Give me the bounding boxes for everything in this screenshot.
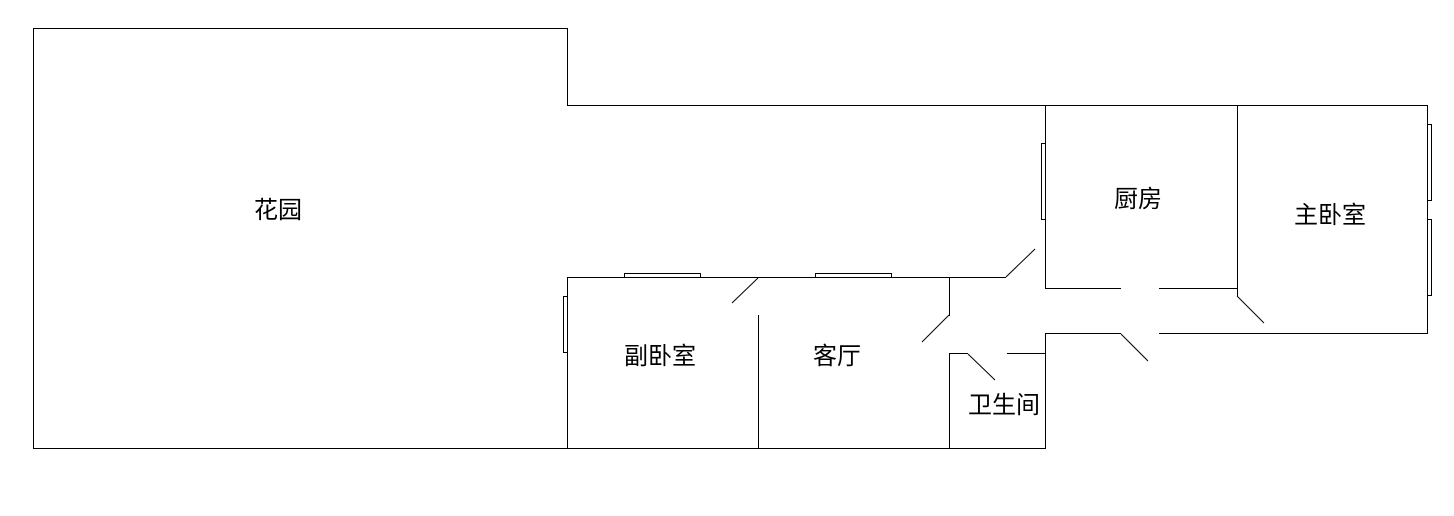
master-bedroom-door [1236, 295, 1265, 324]
label-garden: 花园 [254, 196, 302, 224]
window-master-bedroom-right-top [1427, 124, 1432, 201]
label-living-room: 客厅 [813, 342, 861, 370]
label-kitchen: 厨房 [1114, 185, 1162, 213]
label-master-bedroom: 主卧室 [1294, 201, 1366, 229]
label-second-bedroom: 副卧室 [624, 342, 696, 370]
entrance-door [1120, 333, 1149, 362]
windows [563, 124, 1432, 353]
label-bathroom: 卫生间 [968, 391, 1040, 419]
second-bedroom-door [731, 277, 759, 304]
living-room-door [921, 314, 950, 343]
window-master-bedroom-right-bottom [1427, 219, 1432, 296]
bathroom-wall [949, 353, 968, 449]
window-living-room-top [815, 273, 892, 278]
window-kitchen-left [1041, 143, 1046, 220]
garden-entrance-door [1005, 248, 1036, 278]
doors [731, 248, 1265, 381]
window-second-bedroom-left [563, 296, 568, 353]
window-second-bedroom-top [624, 273, 701, 278]
outer-walls [33, 28, 1428, 449]
room-labels: 花园 厨房 主卧室 副卧室 客厅 卫生间 [254, 185, 1366, 419]
outer-wall-outline [33, 28, 1428, 449]
bathroom-door [967, 353, 996, 381]
